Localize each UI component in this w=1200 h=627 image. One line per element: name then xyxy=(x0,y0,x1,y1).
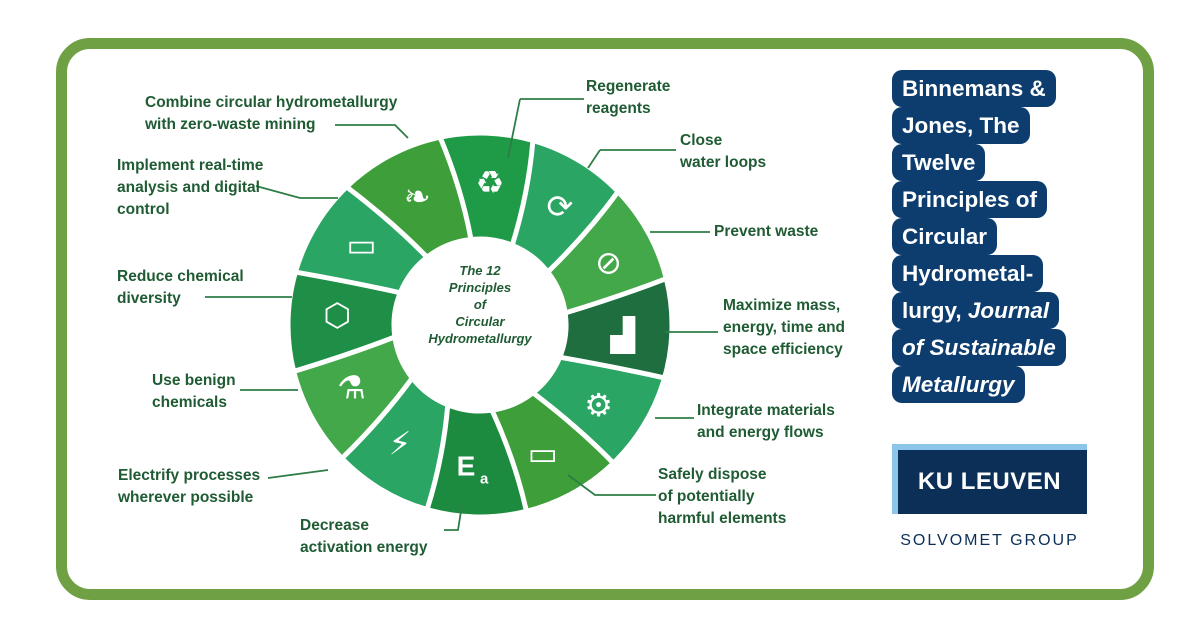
leader-line xyxy=(444,504,463,531)
wheel-segment xyxy=(344,134,474,260)
citation-line: Binnemans & xyxy=(892,70,1056,107)
gears-icon: ⚙ xyxy=(584,386,613,424)
water-loop-icon: ⟳ xyxy=(547,187,574,225)
citation-line: Principles of xyxy=(892,181,1048,218)
leader-line xyxy=(255,185,338,199)
leaf-icon: ❧ xyxy=(404,177,431,215)
wheel-center xyxy=(398,243,562,407)
logo-text: KU LEUVEN xyxy=(917,468,1062,495)
garbage-truck-icon: ▭ xyxy=(528,435,558,473)
citation-block: Binnemans & Jones, The Twelve Principles… xyxy=(892,70,1088,403)
leader-line xyxy=(335,124,409,139)
citation-line: Jones, The xyxy=(892,107,1030,144)
molecule-icon: ⬡ xyxy=(323,296,351,334)
journal-line: of Sustainable xyxy=(892,329,1066,366)
label-prevent-waste: Prevent waste xyxy=(714,223,819,240)
logo-box xyxy=(892,444,1087,514)
activation-energy-icon: E xyxy=(457,451,476,482)
ku-leuven-logo: KU LEUVEN xyxy=(892,444,1087,516)
citation-line: Circular xyxy=(892,218,998,255)
citation-line: Hydrometal- xyxy=(892,255,1044,292)
citation-line-mixed: lurgy, Journal xyxy=(892,292,1060,329)
activation-energy-subscript: a xyxy=(480,471,489,488)
group-name: SOLVOMET GROUP xyxy=(900,532,1079,549)
leader-line xyxy=(567,474,656,496)
no-waste-icon: ⊘ xyxy=(595,243,622,281)
flask-icon: ⚗ xyxy=(337,369,366,407)
leader-line xyxy=(587,149,676,169)
journal-line: Metallurgy xyxy=(892,366,1025,403)
leader-line xyxy=(267,469,329,479)
lightning-icon: ⚡ xyxy=(389,425,411,463)
logo-accent xyxy=(892,444,898,514)
flowchart-icon: ▭ xyxy=(346,226,376,264)
leader-line xyxy=(507,98,584,159)
growth-chart-icon: ▟ xyxy=(609,316,635,354)
recycle-icon: ♻ xyxy=(476,163,505,201)
citation-line: Twelve xyxy=(892,144,986,181)
logo-accent xyxy=(892,444,1087,450)
